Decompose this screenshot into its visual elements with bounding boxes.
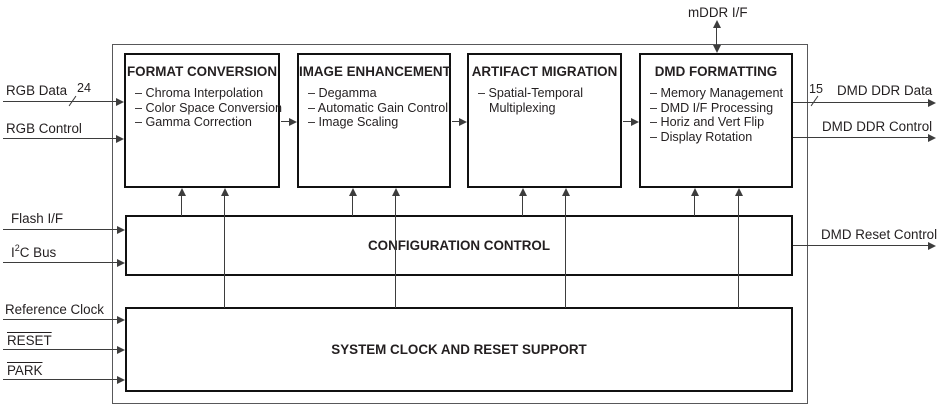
block-item-list: – Memory Management – DMD I/F Processing… (641, 79, 791, 144)
bar-title: SYSTEM CLOCK AND RESET SUPPORT (331, 342, 587, 357)
config-to-df-line (694, 194, 695, 216)
dmd-reset-control-line (793, 245, 929, 246)
block-format-conversion: FORMAT CONVERSION – Chroma Interpolation… (124, 53, 283, 188)
flash-if-line (3, 229, 118, 230)
block-image-enhancement: IMAGE ENHANCEMENT – Degamma – Automatic … (297, 53, 451, 188)
dmd-ddr-data-label: DMD DDR Data (837, 83, 933, 98)
clock-to-am-line (565, 194, 566, 308)
config-to-ie-line (352, 194, 353, 216)
config-to-am-line (522, 194, 523, 216)
ie-to-am-arrowhead (459, 118, 467, 126)
block-item-list: – Degamma – Automatic Gain Control – Ima… (299, 79, 449, 130)
i2c-suffix: C Bus (19, 245, 57, 260)
reference-clock-arrowhead (117, 316, 125, 324)
rgb-control-arrowhead (116, 135, 124, 143)
block-title: FORMAT CONVERSION (126, 64, 278, 79)
config-to-fc-arrowhead (178, 188, 186, 196)
clock-to-am-arrowhead (562, 188, 570, 196)
clock-to-ie-line (395, 194, 396, 308)
dmd-reset-control-label: DMD Reset Control (821, 227, 938, 242)
i2c-bus-arrowhead (117, 259, 125, 267)
flash-if-arrowhead (117, 226, 125, 234)
i2c-base: I (11, 245, 15, 260)
block-item-list: – Chroma Interpolation – Color Space Con… (126, 79, 283, 130)
configuration-control-bar: CONFIGURATION CONTROL (125, 215, 793, 276)
reset-label: RESET (7, 333, 52, 348)
ie-to-am-line (452, 121, 460, 122)
block-item: – Chroma Interpolation (135, 86, 264, 100)
reference-clock-label: Reference Clock (5, 302, 104, 317)
park-line (3, 379, 118, 380)
block-item: – Horiz and Vert Flip (650, 115, 765, 130)
am-to-df-arrowhead (631, 118, 639, 126)
mddr-if-up-arrowhead (713, 20, 721, 28)
i2c-superscript: 2 (14, 243, 20, 253)
park-label: PARK (7, 363, 43, 378)
dmd-ddr-control-line (793, 137, 929, 138)
mddr-if-line (716, 26, 717, 50)
block-item: – Spatial-Temporal (478, 86, 583, 100)
dmd-ddr-data-bus-width: 15 (809, 82, 824, 96)
rgb-data-label: RGB Data (6, 83, 68, 98)
rgb-data-bus-width: 24 (77, 81, 92, 95)
clock-to-df-line (738, 194, 739, 308)
rgb-control-line (3, 138, 117, 139)
dmd-ddr-control-arrowhead (928, 134, 936, 142)
park-arrowhead (117, 376, 125, 384)
config-to-df-arrowhead (691, 188, 699, 196)
i2c-bus-label: I2C Bus (11, 243, 56, 260)
block-item: – Color Space Conversion (135, 100, 283, 115)
fc-to-ie-arrowhead (289, 118, 297, 126)
dmd-ddr-data-line (793, 102, 929, 103)
block-item: – DMD I/F Processing (650, 100, 774, 115)
block-item: Multiplexing (489, 100, 556, 115)
clock-to-fc-line (224, 194, 225, 308)
block-title: IMAGE ENHANCEMENT (299, 64, 451, 79)
block-item: – Memory Management (650, 86, 783, 100)
flash-if-label: Flash I/F (11, 211, 64, 226)
mddr-if-down-arrowhead (713, 45, 721, 53)
bar-title: CONFIGURATION CONTROL (368, 238, 550, 253)
am-to-df-line (623, 121, 632, 122)
clock-to-ie-arrowhead (392, 188, 400, 196)
dmd-reset-control-arrowhead (928, 242, 936, 250)
block-item: – Degamma (308, 86, 377, 100)
clock-to-df-arrowhead (735, 188, 743, 196)
clock-to-fc-arrowhead (221, 188, 229, 196)
dmd-ddr-control-label: DMD DDR Control (822, 119, 933, 134)
block-title: ARTIFACT MIGRATION (471, 64, 618, 79)
i2c-bus-line (3, 262, 118, 263)
rgb-control-label: RGB Control (6, 121, 82, 136)
rgb-data-arrowhead (116, 98, 124, 106)
dmd-ddr-data-bus-slash (810, 95, 819, 107)
config-to-ie-arrowhead (349, 188, 357, 196)
reference-clock-line (3, 319, 118, 320)
block-item: – Image Scaling (308, 115, 399, 130)
reset-arrowhead (117, 346, 125, 354)
fc-to-ie-line (281, 121, 290, 122)
block-item: – Display Rotation (650, 129, 753, 144)
mddr-if-label: mDDR I/F (688, 5, 748, 20)
block-artifact-migration: ARTIFACT MIGRATION – Spatial-Temporal Mu… (467, 53, 622, 188)
rgb-data-line (3, 101, 117, 102)
dmd-ddr-data-arrowhead (928, 99, 936, 107)
config-to-fc-line (181, 194, 182, 216)
block-item: – Gamma Correction (135, 115, 252, 130)
config-to-am-arrowhead (519, 188, 527, 196)
block-dmd-formatting: DMD FORMATTING – Memory Management – DMD… (639, 53, 793, 188)
block-item-list: – Spatial-Temporal Multiplexing (469, 79, 620, 115)
system-clock-reset-bar: SYSTEM CLOCK AND RESET SUPPORT (125, 307, 793, 392)
reset-line (3, 349, 118, 350)
block-item: – Automatic Gain Control (308, 100, 449, 115)
block-title: DMD FORMATTING (654, 64, 778, 79)
